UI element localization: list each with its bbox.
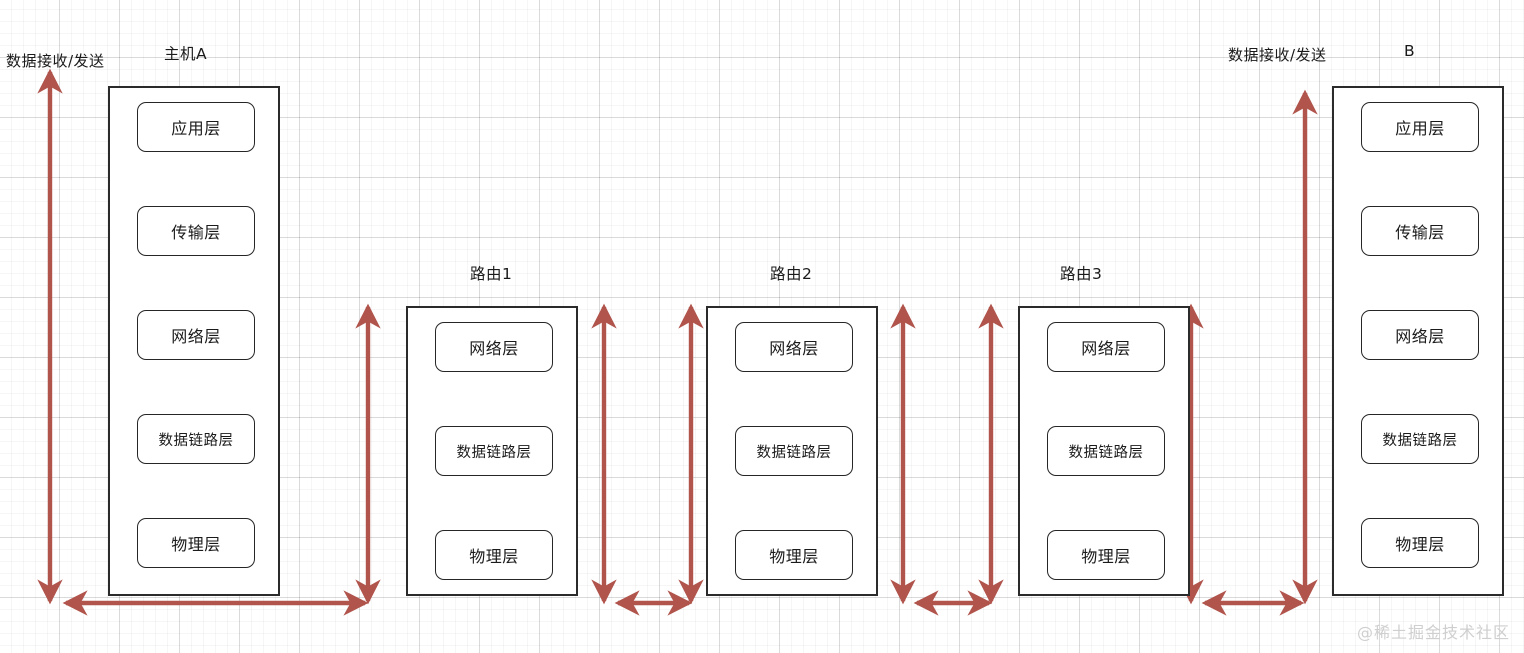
label-host-b: B bbox=[1404, 42, 1416, 60]
layer-chip[interactable]: 数据链路层 bbox=[1361, 414, 1479, 464]
label-router-2: 路由2 bbox=[770, 265, 813, 283]
node-host-b[interactable]: 应用层 传输层 网络层 数据链路层 物理层 bbox=[1332, 86, 1504, 596]
layer-chip[interactable]: 数据链路层 bbox=[435, 426, 553, 476]
label-receive-send-right: 数据接收/发送 bbox=[1228, 46, 1327, 64]
layer-chip[interactable]: 网络层 bbox=[1047, 322, 1165, 372]
layer-chip[interactable]: 传输层 bbox=[1361, 206, 1479, 256]
layer-chip[interactable]: 应用层 bbox=[1361, 102, 1479, 152]
layer-chip[interactable]: 数据链路层 bbox=[137, 414, 255, 464]
layer-chip[interactable]: 物理层 bbox=[735, 530, 853, 580]
layer-chip[interactable]: 应用层 bbox=[137, 102, 255, 152]
layer-chip[interactable]: 网络层 bbox=[735, 322, 853, 372]
node-router-2[interactable]: 网络层 数据链路层 物理层 bbox=[706, 306, 878, 596]
node-router-1[interactable]: 网络层 数据链路层 物理层 bbox=[406, 306, 578, 596]
label-host-a: 主机A bbox=[164, 45, 208, 63]
layer-chip[interactable]: 数据链路层 bbox=[735, 426, 853, 476]
node-router-3[interactable]: 网络层 数据链路层 物理层 bbox=[1018, 306, 1190, 596]
layer-chip[interactable]: 网络层 bbox=[435, 322, 553, 372]
node-host-a[interactable]: 应用层 传输层 网络层 数据链路层 物理层 bbox=[108, 86, 280, 596]
layer-chip[interactable]: 数据链路层 bbox=[1047, 426, 1165, 476]
layer-chip[interactable]: 网络层 bbox=[137, 310, 255, 360]
watermark: @稀土掘金技术社区 bbox=[1356, 623, 1510, 642]
label-router-1: 路由1 bbox=[470, 265, 513, 283]
layer-chip[interactable]: 物理层 bbox=[1047, 530, 1165, 580]
layer-chip[interactable]: 传输层 bbox=[137, 206, 255, 256]
layer-chip[interactable]: 物理层 bbox=[1361, 518, 1479, 568]
layer-chip[interactable]: 物理层 bbox=[137, 518, 255, 568]
label-router-3: 路由3 bbox=[1060, 265, 1103, 283]
layer-chip[interactable]: 物理层 bbox=[435, 530, 553, 580]
label-receive-send-left: 数据接收/发送 bbox=[6, 52, 105, 70]
layer-chip[interactable]: 网络层 bbox=[1361, 310, 1479, 360]
